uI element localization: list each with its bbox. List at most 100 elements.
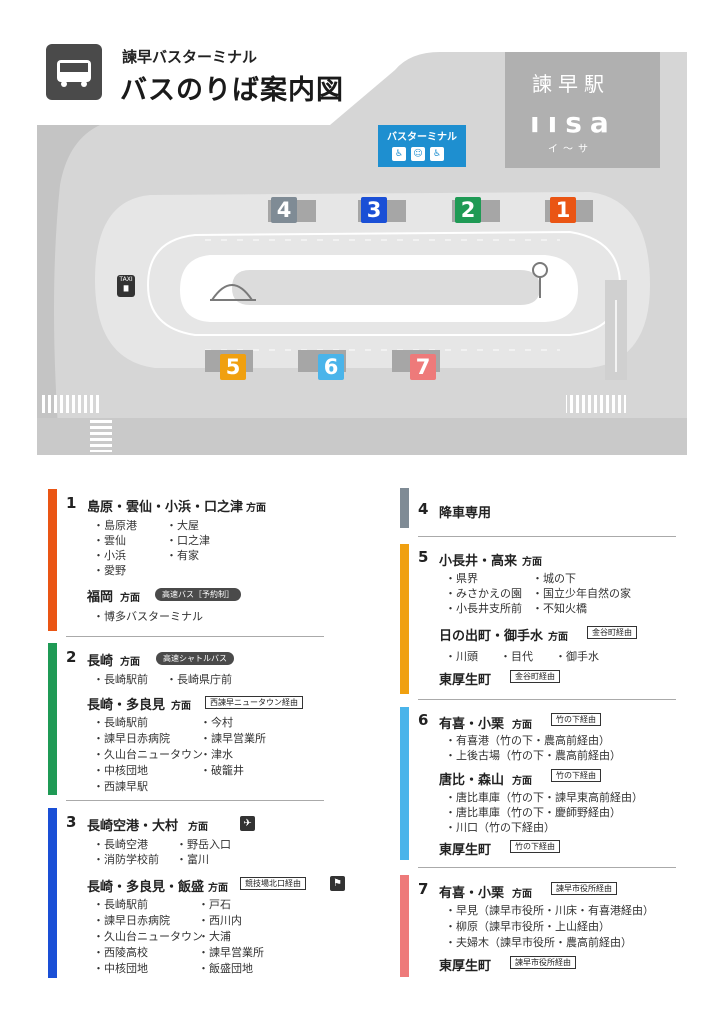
route-5-direction: 方面 (522, 557, 542, 568)
divider (418, 867, 676, 868)
stop-item: ・長崎県庁前 (166, 673, 232, 686)
route-6-tag-via-3: 竹の下経由 (510, 840, 560, 853)
route-3-direction-2: 方面 (208, 883, 228, 894)
bus-terminal-sign: バスターミナル ♿ ☺ ♿ (378, 125, 466, 167)
stop-item: ・野岳入口 (176, 838, 231, 851)
route-3-destination-2: 長崎・多良見・飯盛 (87, 880, 205, 895)
stop-item: ・中核団地 (93, 764, 148, 777)
platform-badge-4: 4 (271, 197, 297, 223)
stop-item: ・久山台ニュータウン (93, 930, 203, 943)
route-3-number: 3 (66, 813, 77, 831)
stop-item: ・戸石 (198, 898, 231, 911)
route-3-tag-via: 競技場北口経由 (240, 877, 306, 890)
stop-item: ・諫早日赤病院 (93, 914, 170, 927)
airplane-icon: ✈ (240, 816, 255, 831)
route-2-tag-shuttle: 高速シャトルバス (156, 652, 234, 665)
stop-item: ・愛野 (93, 564, 126, 577)
stop-item: ・中核団地 (93, 962, 148, 975)
stop-item: ・唐比車庫（竹の下・慶師野経由） (445, 806, 621, 819)
nursing-room-icon: ☺ (411, 147, 425, 161)
route-2-color-bar (48, 643, 57, 795)
stop-item: ・破籠井 (200, 764, 244, 777)
stop-item: ・早見（諫早市役所・川床・有喜港経由） (445, 904, 654, 917)
stop-item: ・国立少年自然の家 (532, 587, 631, 600)
taxi-icon: TAXI▇ (117, 275, 135, 297)
stop-item: ・飯盛団地 (198, 962, 253, 975)
route-2-destination-2: 長崎・多良見 (87, 698, 166, 713)
route-1-direction-2: 方面 (120, 593, 140, 604)
stop-item: ・久山台ニュータウン (93, 748, 203, 761)
route-1-tag-highway: 高速バス［予約制］ (155, 588, 241, 601)
stop-item: ・諫早日赤病院 (93, 732, 170, 745)
stop-item: ・富川 (176, 853, 209, 866)
divider (66, 636, 324, 637)
platform-badge-3: 3 (361, 197, 387, 223)
platform-badge-5: 5 (220, 354, 246, 380)
route-2-direction-2: 方面 (171, 701, 191, 712)
route-5-destination-2: 日の出町・御手水 (439, 629, 544, 644)
route-7-tag-via-2: 諫早市役所経由 (510, 956, 576, 969)
route-2-direction: 方面 (120, 657, 140, 668)
stop-item: ・長崎駅前 (93, 898, 148, 911)
route-5-direction-2: 方面 (548, 632, 568, 643)
stop-item: ・博多バスターミナル (93, 610, 203, 623)
route-3-color-bar (48, 808, 57, 978)
route-4-number: 4 (418, 500, 429, 518)
stop-item: ・唐比車庫（竹の下・諫早東高前経由） (445, 791, 643, 804)
stop-item: ・城の下 (532, 572, 576, 585)
route-5-tag-via-2: 金谷町経由 (510, 670, 560, 683)
route-7-number: 7 (418, 880, 429, 898)
route-5-color-bar (400, 544, 409, 694)
page-subtitle: 諫早バスターミナル (122, 48, 258, 66)
route-6-direction-2: 方面 (512, 776, 532, 787)
stop-item: ・みさかえの園 (445, 587, 522, 600)
route-1-number: 1 (66, 494, 77, 512)
route-2-destination: 長崎 (87, 654, 114, 669)
platform-badge-1: 1 (550, 197, 576, 223)
station-logo-kana: イ〜サ (548, 144, 593, 155)
stop-item: ・消防学校前 (93, 853, 159, 866)
route-7-destination-3: 東厚生町 (439, 959, 492, 974)
stop-item: ・上後古場（竹の下・農高前経由） (445, 749, 621, 762)
stop-item: ・不知火橋 (532, 602, 587, 615)
stop-item: ・小長井支所前 (445, 602, 522, 615)
route-4-label: 降車専用 (439, 506, 492, 521)
route-1-color-bar (48, 489, 57, 631)
stop-item: ・島原港 (93, 519, 137, 532)
stadium-runner-icon: ⚑ (330, 876, 345, 891)
divider (66, 800, 324, 801)
stop-item: ・西陵高校 (93, 946, 148, 959)
route-7-direction: 方面 (512, 889, 532, 900)
stop-item: ・雲仙 (93, 534, 126, 547)
route-6-direction: 方面 (512, 720, 532, 731)
route-5-number: 5 (418, 548, 429, 566)
route-4-color-bar (400, 488, 409, 528)
stop-item: ・有喜港（竹の下・農高前経由） (445, 734, 610, 747)
stop-item: ・有家 (166, 549, 199, 562)
platform-badge-7: 7 (410, 354, 436, 380)
route-2-number: 2 (66, 648, 77, 666)
stop-item: ・諫早営業所 (200, 732, 266, 745)
stop-item: ・小浜 (93, 549, 126, 562)
stop-item: ・長崎空港 (93, 838, 148, 851)
platform-badge-6: 6 (318, 354, 344, 380)
stop-item: ・川頭 (445, 650, 478, 663)
stop-item: ・大屋 (166, 519, 199, 532)
stop-item: ・夫婦木（諫早市役所・農高前経由） (445, 936, 632, 949)
station-name: 諫早駅 (532, 72, 610, 96)
route-1-destination: 島原・雲仙・小浜・口之津 (87, 500, 244, 515)
stop-item: ・長崎駅前 (93, 716, 148, 729)
platform-badge-2: 2 (455, 197, 481, 223)
page-title: バスのりば案内図 (120, 75, 344, 106)
route-3-direction: 方面 (188, 822, 208, 833)
route-2-tag-via: 西諫早ニュータウン経由 (205, 696, 303, 709)
stop-item: ・諫早営業所 (198, 946, 264, 959)
stop-item: ・大浦 (198, 930, 231, 943)
route-6-destination: 有喜・小栗 (439, 717, 505, 732)
route-6-color-bar (400, 707, 409, 860)
route-5-tag-via: 金谷町経由 (587, 626, 637, 639)
route-3-destination: 長崎空港・大村 (87, 819, 179, 834)
stop-item: ・県界 (445, 572, 478, 585)
stop-item: ・津水 (200, 748, 233, 761)
divider (418, 536, 676, 537)
